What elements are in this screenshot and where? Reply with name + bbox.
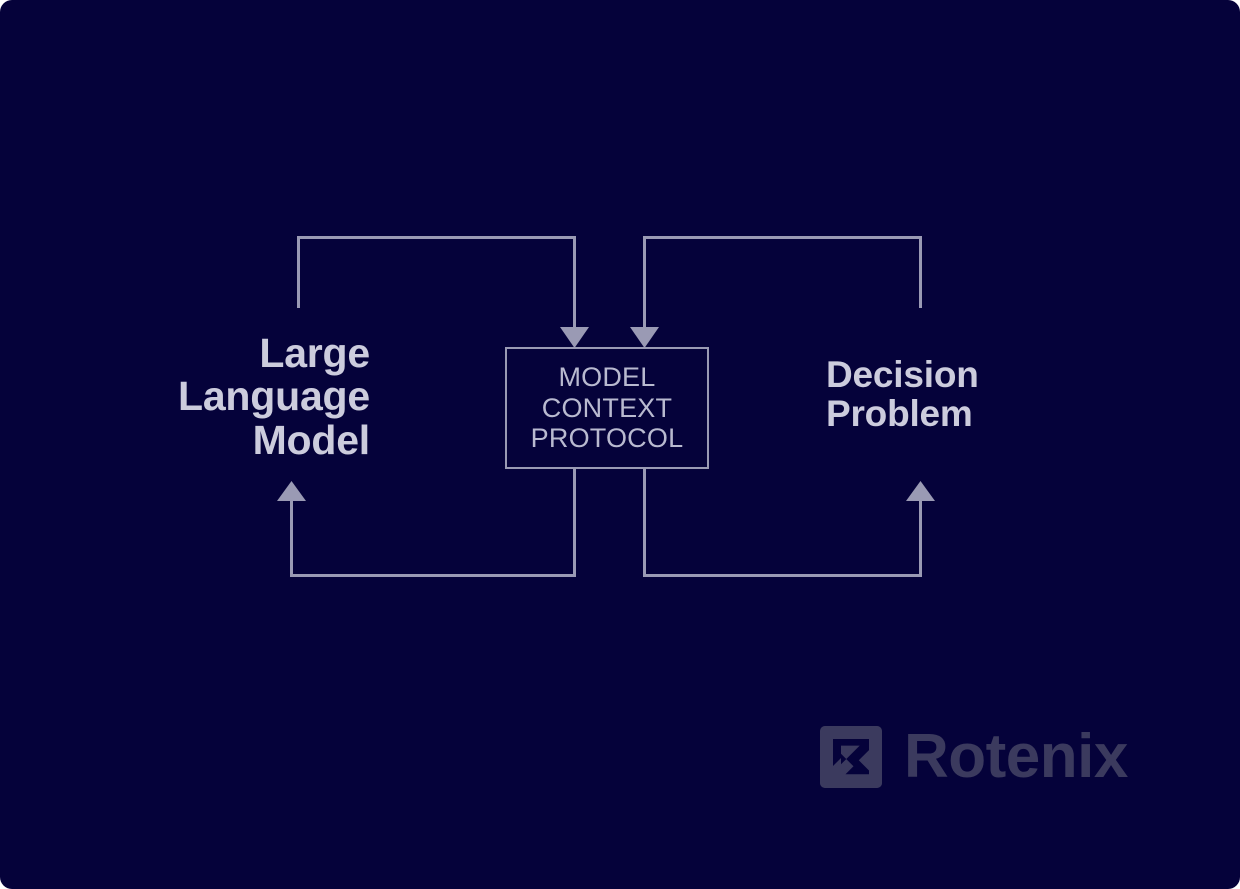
node-label-large-language-model: Large Language Model bbox=[177, 330, 370, 463]
logo-wordmark: Rotenix bbox=[904, 722, 1128, 791]
arrowhead-up-left bbox=[277, 481, 306, 501]
arrowhead-up-right bbox=[906, 481, 935, 501]
arrowhead-down-right bbox=[630, 327, 659, 348]
arrow-up-left-icon bbox=[820, 726, 882, 788]
connector-mcp-to-llm bbox=[290, 469, 576, 577]
connector-mcp-to-decision bbox=[643, 469, 922, 577]
arrowhead-down-left bbox=[560, 327, 589, 348]
connector-llm-to-mcp bbox=[297, 236, 576, 330]
rotenix-logo: Rotenix bbox=[820, 726, 1128, 788]
node-box-model-context-protocol: MODEL CONTEXT PROTOCOL bbox=[505, 347, 709, 469]
node-label-model-context-protocol: MODEL CONTEXT PROTOCOL bbox=[530, 361, 684, 454]
connector-decision-to-mcp bbox=[643, 236, 922, 330]
node-label-decision-problem: Decision Problem bbox=[826, 354, 979, 435]
